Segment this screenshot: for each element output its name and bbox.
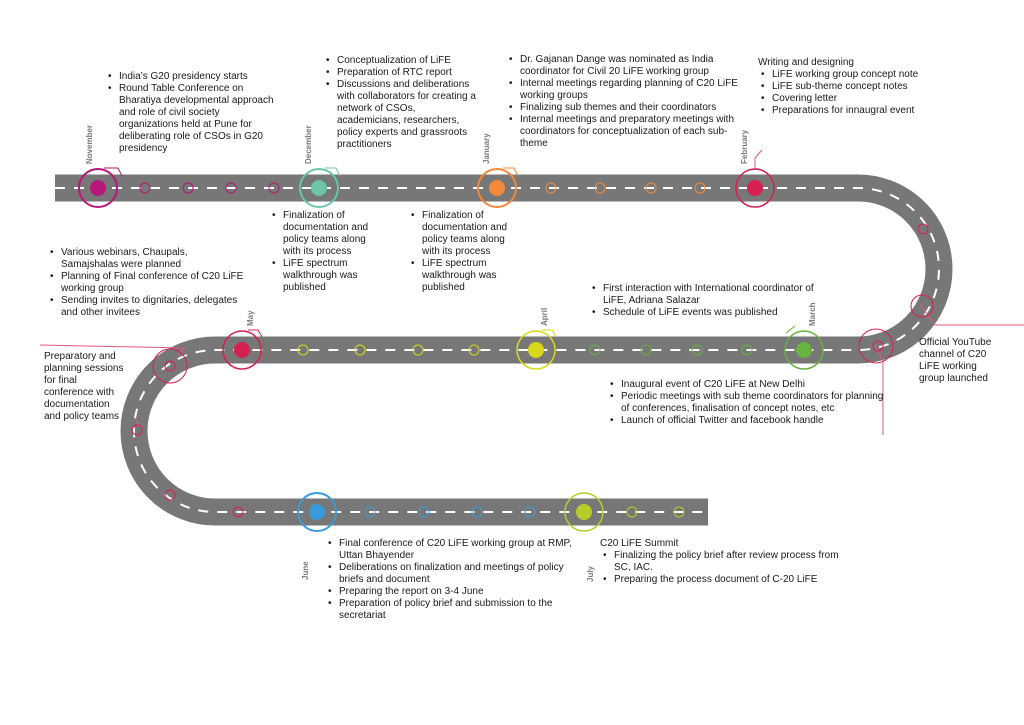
milestone-may <box>222 329 263 370</box>
list-item: Preparations for innaugral event <box>761 105 948 117</box>
month-label-november: November <box>85 125 94 164</box>
month-label-february: February <box>740 129 749 164</box>
list-item: Preparing the report on 3-4 June <box>328 586 577 598</box>
list-item: Covering letter <box>761 93 948 105</box>
milestone-february <box>735 168 775 208</box>
list-item: India’s G20 presidency starts <box>108 71 280 83</box>
list-item: LiFE spectrum walkthrough was published <box>411 258 518 294</box>
list-item: Inaugural event of C20 LiFE at New Delhi <box>610 379 889 391</box>
list-item: Sending invites to dignitaries, delegate… <box>50 295 247 319</box>
list-item: Preparation of RTC report <box>326 67 479 79</box>
february-events: Writing and designing LiFE working group… <box>758 57 948 117</box>
february-heading: Writing and designing <box>758 57 854 68</box>
list-item: Round Table Conference on Bharatiya deve… <box>108 83 280 155</box>
month-label-may: May <box>246 310 255 326</box>
list-item: Deliberations on finalization and meetin… <box>328 562 577 586</box>
month-label-june: June <box>301 561 310 580</box>
road-centre-line <box>55 187 940 513</box>
list-item: Finalization of documentation and policy… <box>411 210 518 258</box>
list-item: LiFE working group concept note <box>761 69 948 81</box>
list-item: Finalization of documentation and policy… <box>272 210 379 258</box>
january-bottom-events: Finalization of documentation and policy… <box>408 210 518 294</box>
july-heading: C20 LiFE Summit <box>600 538 679 549</box>
month-label-december: December <box>304 125 313 164</box>
list-item: Internal meetings regarding planning of … <box>509 78 742 102</box>
march-top-events: First interaction with International coo… <box>589 283 814 319</box>
list-item: Internal meetings and preparatory meetin… <box>509 114 742 150</box>
list-item: LiFE spectrum walkthrough was published <box>272 258 379 294</box>
november-events: India’s G20 presidency starts Round Tabl… <box>105 71 280 155</box>
list-item: Final conference of C20 LiFE working gro… <box>328 538 577 562</box>
milestone-july <box>564 492 604 532</box>
december-events: Conceptualization of LiFE Preparation of… <box>323 55 479 151</box>
milestone-june <box>297 492 337 532</box>
list-item: Launch of official Twitter and facebook … <box>610 415 889 427</box>
list-item: Finalizing sub themes and their coordina… <box>509 102 742 114</box>
january-events: Dr. Gajanan Dange was nominated as India… <box>506 54 742 150</box>
milestone-december <box>299 167 341 208</box>
milestone-april <box>516 329 557 370</box>
month-label-january: January <box>482 133 491 164</box>
month-label-april: April <box>540 308 549 326</box>
list-item: Preparing the process document of C-20 L… <box>603 574 850 586</box>
minor-markers <box>131 182 934 518</box>
list-item: Various webinars, Chaupals, Samajshalas … <box>50 247 247 271</box>
milestone-november <box>78 167 123 208</box>
list-item: Periodic meetings with sub theme coordin… <box>610 391 889 415</box>
month-label-july: July <box>586 565 595 582</box>
list-item: Planning of Final conference of C20 LiFE… <box>50 271 247 295</box>
june-events: Final conference of C20 LiFE working gro… <box>325 538 577 622</box>
july-events: C20 LiFE Summit Finalizing the policy br… <box>600 538 850 586</box>
may-events: Various webinars, Chaupals, Samajshalas … <box>47 247 247 319</box>
list-item: Discussions and deliberations with colla… <box>326 79 479 151</box>
december-bottom-events: Finalization of documentation and policy… <box>269 210 379 294</box>
youtube-launch-note: Official YouTube channel of C20 LiFE wor… <box>919 337 992 384</box>
milestone-january <box>477 167 519 208</box>
list-item: Preparation of policy brief and submissi… <box>328 598 577 622</box>
march-bottom-events: Inaugural event of C20 LiFE at New Delhi… <box>607 379 889 427</box>
list-item: Finalizing the policy brief after review… <box>603 550 850 574</box>
list-item: Conceptualization of LiFE <box>326 55 479 67</box>
milestone-march <box>784 325 824 370</box>
preparatory-sessions-note: Preparatory and planning sessions for fi… <box>44 351 124 422</box>
list-item: LiFE sub-theme concept notes <box>761 81 948 93</box>
list-item: Schedule of LiFE events was published <box>592 307 814 319</box>
list-item: First interaction with International coo… <box>592 283 814 307</box>
list-item: Dr. Gajanan Dange was nominated as India… <box>509 54 742 78</box>
